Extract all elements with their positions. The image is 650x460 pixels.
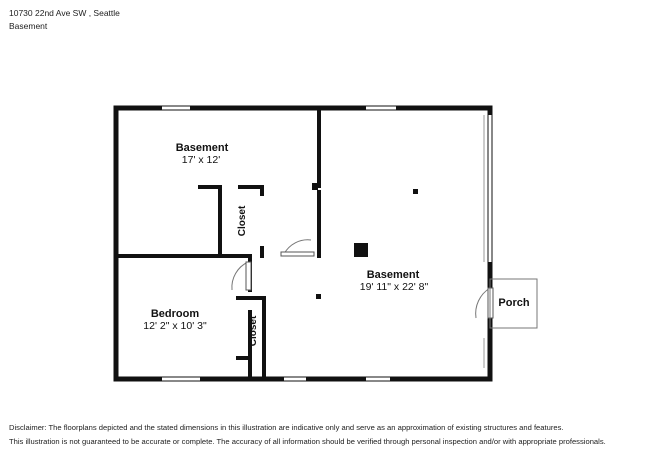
columns xyxy=(312,183,418,299)
column-large xyxy=(354,243,368,257)
room-name-basement-small: Basement xyxy=(176,142,229,154)
windows xyxy=(162,106,492,381)
porch-outline xyxy=(489,278,538,329)
room-name-porch: Porch xyxy=(498,297,529,309)
column-small-1 xyxy=(413,189,418,194)
room-name-basement-main: Basement xyxy=(367,269,420,281)
disclaimer-line-2: This illustration is not guaranteed to b… xyxy=(9,437,606,446)
room-name-closet-lower: Closet xyxy=(248,315,259,346)
room-dims-basement-main: 19' 11" x 22' 8" xyxy=(360,281,429,293)
property-address: 10730 22nd Ave SW , Seattle xyxy=(9,8,120,18)
room-dims-basement-small: 17' x 12' xyxy=(182,154,220,166)
column-small-2 xyxy=(316,294,321,299)
room-dims-bedroom: 12' 2" x 10' 3" xyxy=(143,320,207,332)
room-name-bedroom: Bedroom xyxy=(151,308,200,320)
disclaimer-line-1: Disclaimer: The floorplans depicted and … xyxy=(9,423,564,432)
floor-level-label: Basement xyxy=(9,21,48,31)
door-swing-bedroom xyxy=(231,261,249,291)
room-name-closet-upper: Closet xyxy=(237,205,248,236)
outer-walls xyxy=(113,105,493,382)
column-wall-stub xyxy=(312,183,318,190)
